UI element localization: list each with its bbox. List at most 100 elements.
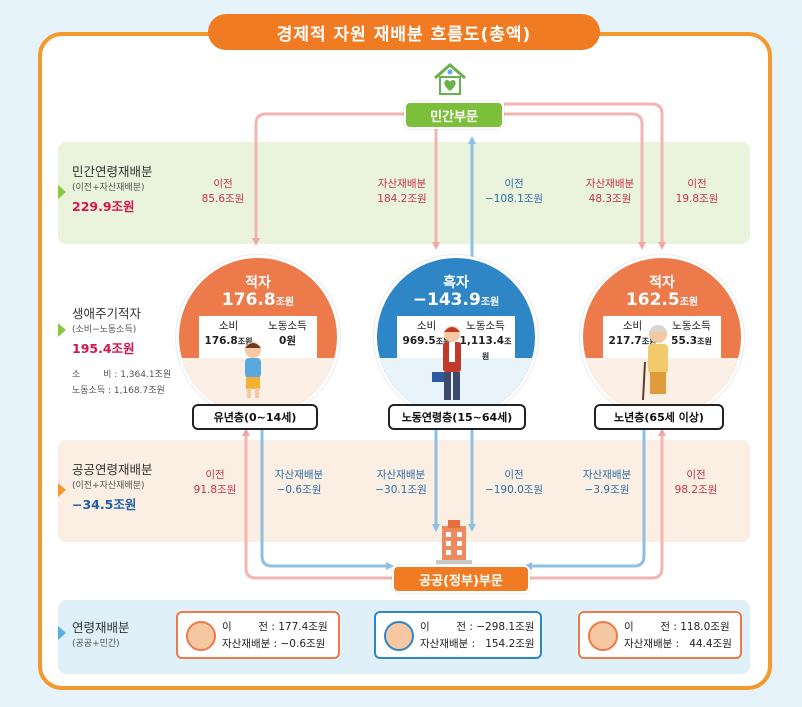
public-flow-worker-transfer: 이전 −190.0조원 [474, 468, 554, 498]
flow-value: −108.1조원 [484, 193, 544, 206]
lifecycle-label: 생애주기적자 [72, 306, 142, 321]
labor-unit: 조원 [481, 337, 512, 362]
labor-value: 1,113.4 [459, 335, 505, 348]
labor-label: 노동소득 [672, 320, 711, 332]
consumption-label: 소비 [416, 320, 437, 332]
flow-label: 자산재배분 [585, 178, 635, 190]
public-flow-youth-transfer: 이전 91.8조원 [180, 468, 250, 498]
flow-value: 91.8조원 [193, 484, 237, 497]
labor-value: 0원 [279, 335, 296, 348]
flow-label: 이전 [205, 469, 225, 481]
elderly-figure-icon [640, 322, 676, 402]
circle-amount-unit: 조원 [480, 297, 500, 308]
child-face-icon [186, 621, 216, 651]
circle-amount-value: 176.8 [221, 290, 276, 310]
circle-amount-unit: 조원 [679, 297, 699, 308]
total-band-sub: (공공+민간) [72, 638, 120, 649]
flow-value: 48.3조원 [588, 193, 632, 206]
flow-label: 이전 [686, 469, 706, 481]
worker-figure-icon [430, 324, 470, 402]
circle-amount-value: −143.9 [412, 290, 481, 310]
circle-status: 적자 [245, 275, 271, 291]
house-icon [432, 62, 468, 96]
private-band-value: 229.9조원 [72, 198, 135, 214]
arrow-public-to-youth [242, 428, 392, 580]
total-band-marker [58, 626, 66, 640]
total-band-label: 연령재배분 [72, 620, 130, 635]
age-label-youth: 유년층(0∼14세) [192, 404, 318, 430]
private-flow-elderly-asset: 자산재배분 48.3조원 [570, 177, 650, 207]
private-flow-youth: 이전 85.6조원 [188, 177, 258, 207]
private-sector-box: 민간부문 [404, 101, 504, 129]
private-flow-elderly: 이전 19.8조원 [666, 177, 728, 207]
circle-amount-value: 162.5 [625, 290, 680, 310]
building-icon [436, 520, 472, 564]
arrow-private-to-elderly [504, 102, 666, 250]
flow-value: 19.8조원 [675, 193, 719, 206]
public-flow-worker-asset: 자산재배분 −30.1조원 [364, 468, 438, 498]
worker-face-icon [384, 621, 414, 651]
flow-value: 85.6조원 [201, 193, 245, 206]
consumption-label: 소비 [218, 320, 239, 332]
flow-value: −30.1조원 [375, 484, 427, 497]
consumption-unit: 조원 [641, 337, 657, 347]
private-band-marker [58, 185, 66, 199]
flow-label: 이전 [504, 469, 524, 481]
flow-value: −190.0조원 [484, 484, 544, 497]
total-box-youth: 이 전 : 177.4조원 자산재배분 : −0.6조원 [176, 611, 340, 659]
public-flow-youth-asset: 자산재배분 −0.6조원 [262, 468, 336, 498]
lifecycle-marker [58, 323, 66, 337]
arrow-private-to-youth [252, 112, 404, 246]
arrow-elderly-to-public [524, 430, 646, 570]
private-band-label: 민간연령재배분 [72, 164, 153, 179]
public-band-text: 공공연령재배분 (이전+자산재배분) −34.5조원 [72, 462, 153, 513]
consumption-unit: 조원 [435, 337, 451, 347]
diagram-title: 경제적 자원 재배분 흐름도(총액) [208, 14, 600, 50]
flow-value: 184.2조원 [377, 193, 427, 206]
private-flow-worker-asset: 자산재배분 184.2조원 [362, 177, 442, 207]
private-band-sub: (이전+자산재배분) [72, 182, 145, 193]
age-label-worker: 노동연령층(15∼64세) [388, 404, 526, 430]
total-transfer: 이 전 : 118.0조원 [624, 621, 730, 633]
total-asset: 자산재배분 : −0.6조원 [222, 638, 326, 650]
flow-label: 자산재배분 [377, 178, 427, 190]
public-flow-elderly-transfer: 이전 98.2조원 [664, 468, 728, 498]
consumption-value: 217.7 [608, 335, 642, 348]
circle-amount: −143.9조원 [377, 290, 535, 310]
total-asset: 자산재배분 : 44.4조원 [624, 638, 732, 650]
total-transfer: 이 전 : 177.4조원 [222, 621, 328, 633]
public-band-label: 공공연령재배분 [72, 462, 153, 477]
labor-cell: 노동소득 0원 [258, 316, 317, 358]
public-band-sub: (이전+자산재배분) [72, 480, 145, 491]
flow-label: 자산재배분 [376, 469, 426, 481]
private-band [58, 142, 750, 244]
public-flow-elderly-asset: 자산재배분 −3.9조원 [570, 468, 644, 498]
total-transfer: 이 전 : −298.1조원 [420, 621, 535, 633]
total-band-text: 연령재배분 (공공+민간) [72, 620, 130, 649]
age-label-elderly: 노년층(65세 이상) [594, 404, 724, 430]
public-sector-box: 공공(정부)부문 [392, 565, 530, 593]
flow-label: 이전 [687, 178, 707, 190]
flow-label: 자산재배분 [582, 469, 632, 481]
private-band-text: 민간연령재배분 (이전+자산재배분) 229.9조원 [72, 164, 153, 215]
circle-amount: 176.8조원 [179, 290, 337, 310]
consumption-unit: 조원 [237, 337, 253, 347]
arrow-private-to-elderly-asset [504, 112, 646, 250]
lifecycle-consumption: 소 비 : 1,364.1조원 [72, 369, 172, 380]
arrow-youth-to-public [260, 430, 394, 570]
consumption-label: 소비 [622, 320, 643, 332]
circle-amount: 162.5조원 [583, 290, 741, 310]
labor-label: 노동소득 [268, 320, 307, 332]
public-band [58, 440, 750, 542]
child-figure-icon [240, 340, 266, 400]
labor-label: 노동소득 [466, 320, 505, 332]
lifecycle-value: 195.4조원 [72, 340, 135, 356]
lifecycle-labor: 노동소득 : 1,168.7조원 [72, 385, 165, 396]
total-asset: 자산재배분 : 154.2조원 [420, 638, 535, 650]
total-box-elderly: 이 전 : 118.0조원 자산재배분 : 44.4조원 [578, 611, 742, 659]
flow-label: 자산재배분 [274, 469, 324, 481]
